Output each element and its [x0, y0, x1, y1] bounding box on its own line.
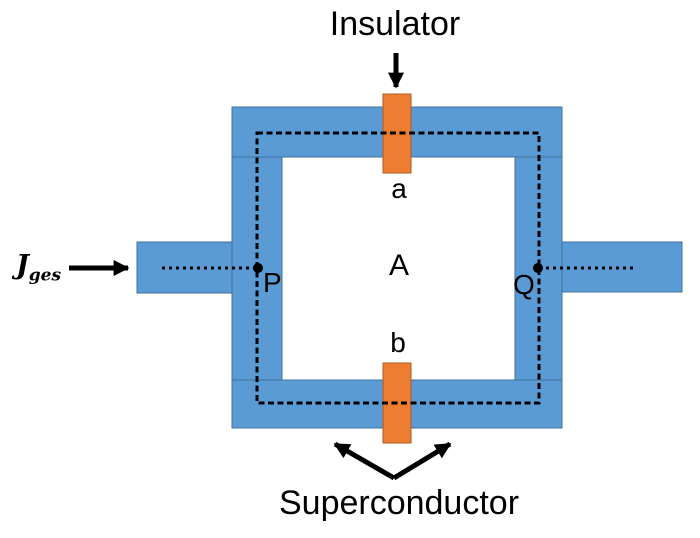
- junction-a-label: a: [391, 173, 407, 204]
- current-symbol: J: [16, 250, 29, 281]
- node-q-dot: [533, 263, 543, 273]
- junction-b-label: b: [390, 327, 406, 358]
- total-current-label: Jges: [16, 250, 61, 284]
- insulator-label: Insulator: [329, 5, 461, 43]
- insulator-junction-top: [382, 93, 412, 174]
- enclosed-area-label: A: [388, 249, 410, 282]
- right-current-lead: [561, 241, 683, 293]
- node-q-label: Q: [513, 269, 535, 300]
- current-subscript: ges: [28, 265, 62, 286]
- node-p-label: P: [263, 267, 282, 298]
- superconductor-label: Superconductor: [278, 484, 520, 522]
- superconductor-pointer-arrow-left: [333, 441, 396, 481]
- node-p-dot: [253, 263, 263, 273]
- superconductor-pointer-arrow-right: [392, 441, 452, 481]
